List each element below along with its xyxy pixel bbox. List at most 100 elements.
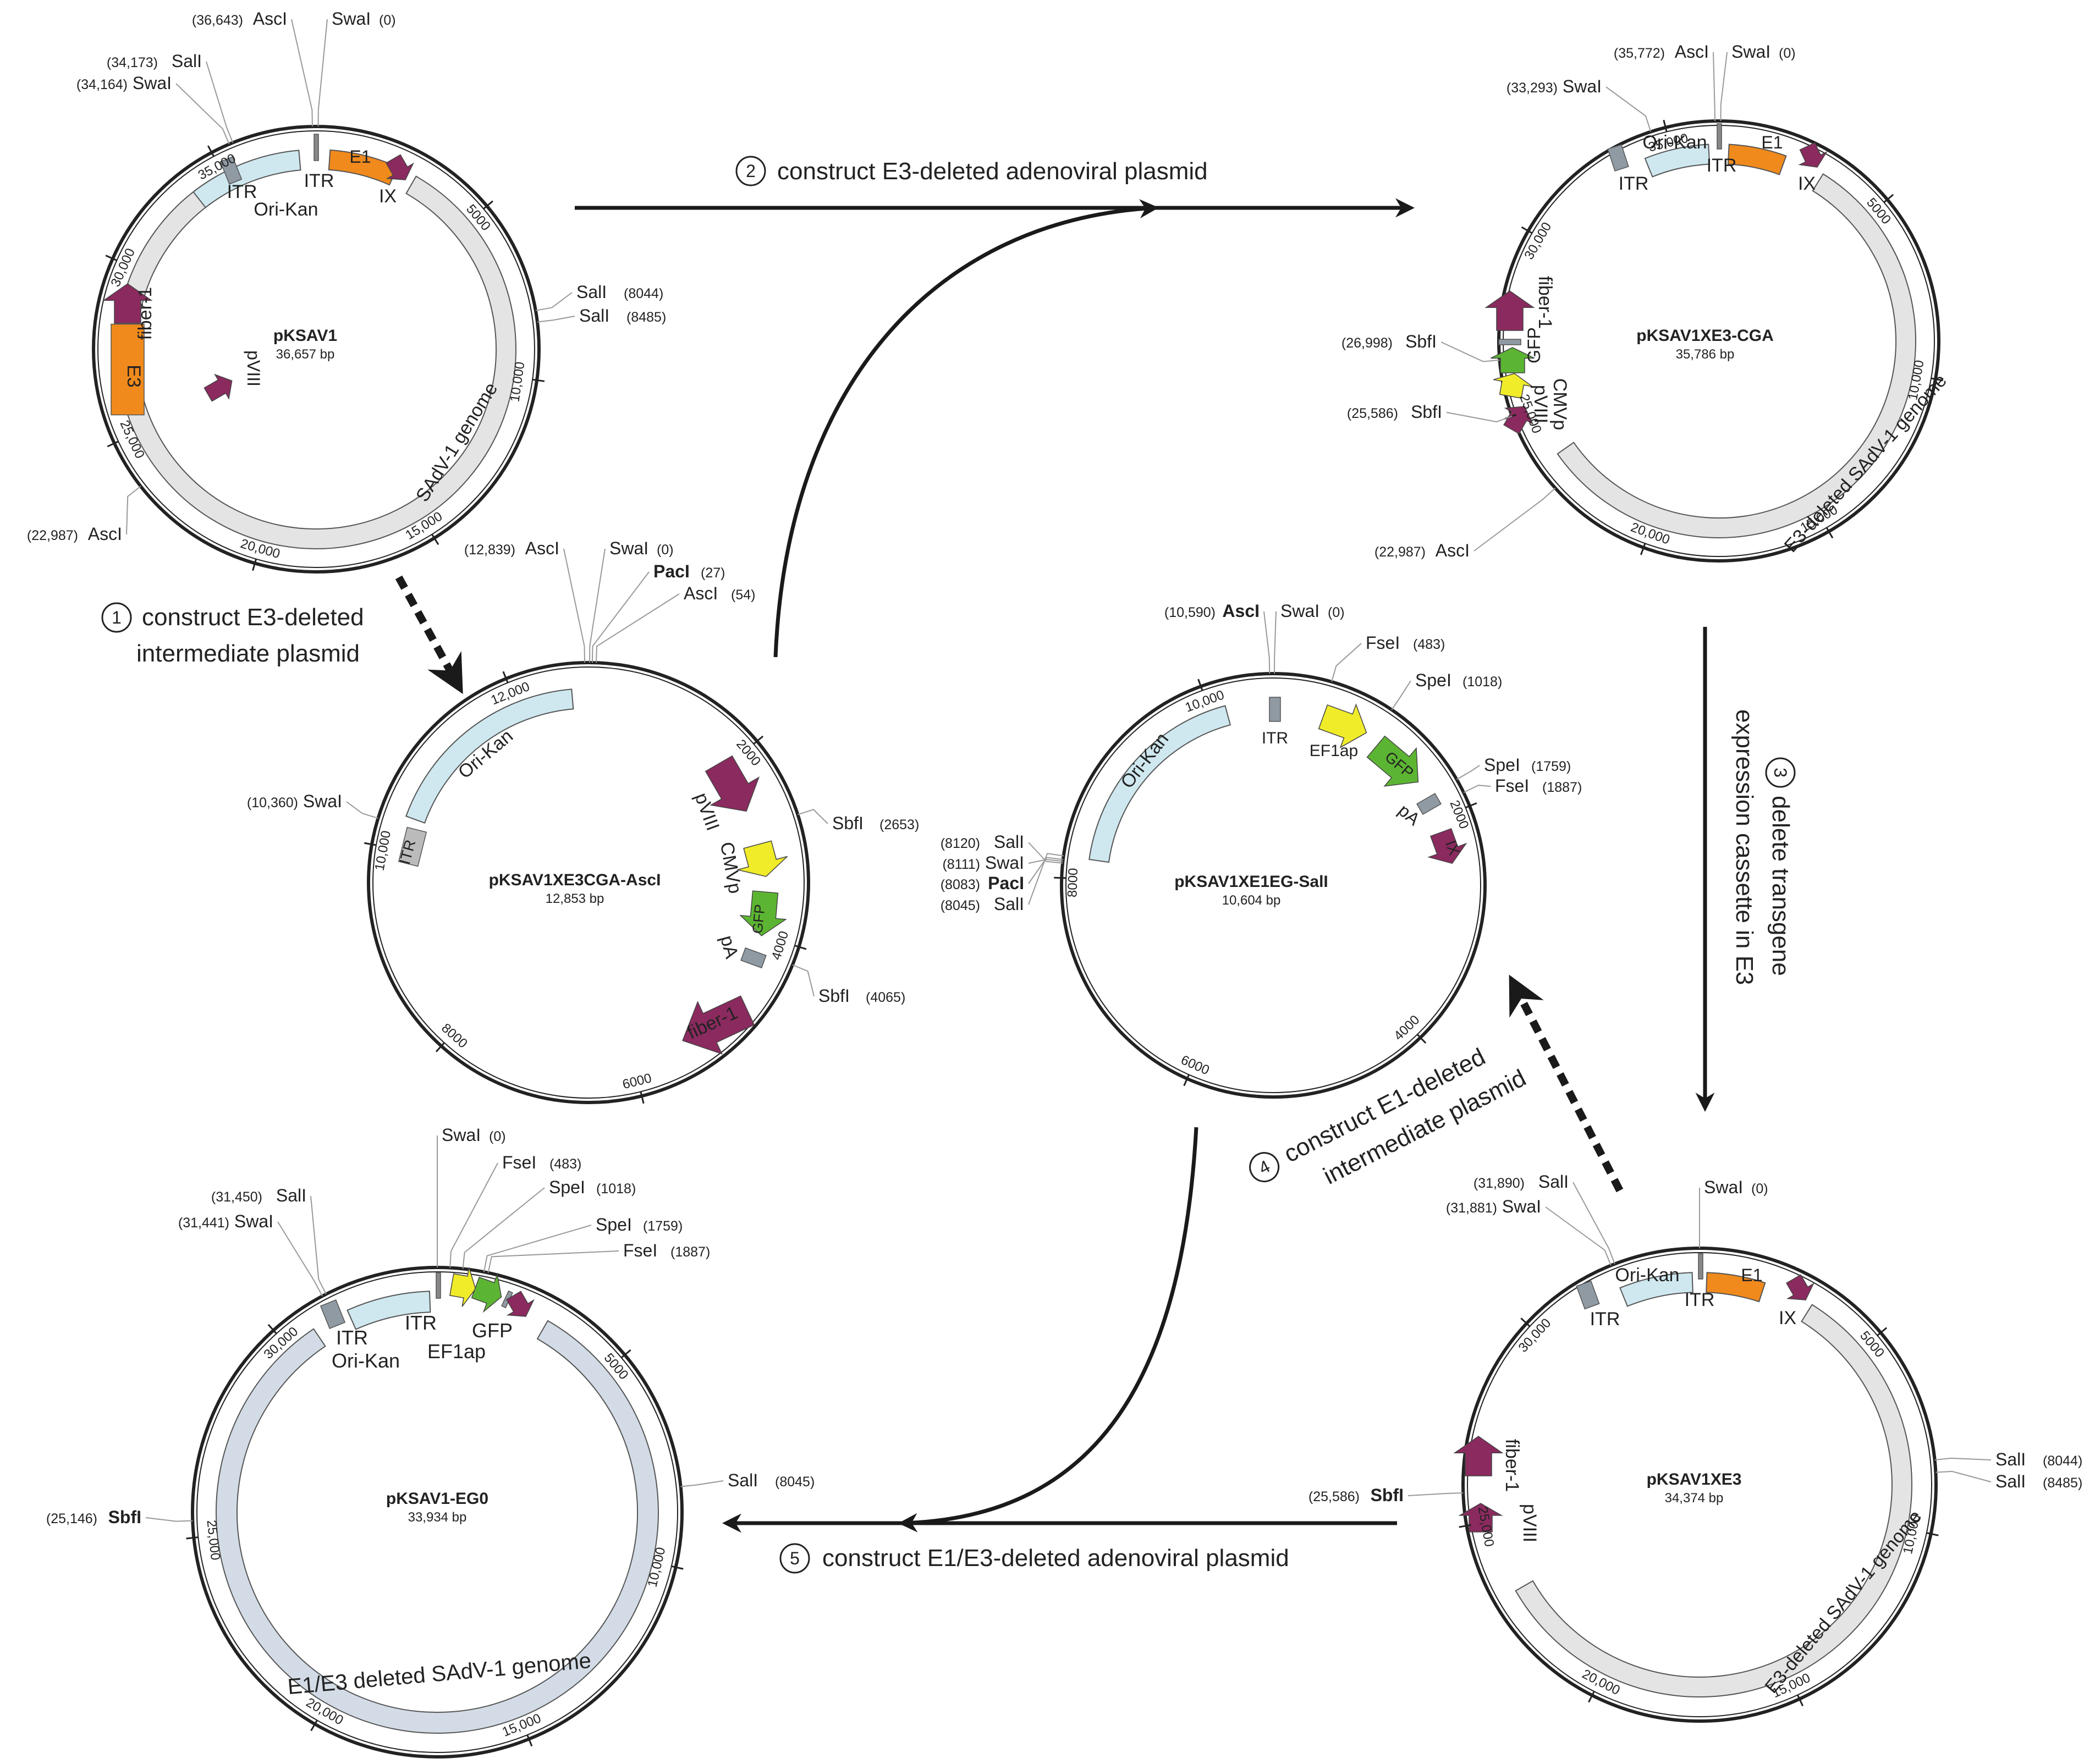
site-spei-1759-pos: (1759) [643, 1219, 683, 1234]
e1-segment [1706, 1272, 1766, 1303]
feature-itr-right: ITR [304, 170, 334, 191]
arrow-step-2-branch [773, 199, 1159, 658]
feature-ix: IX [1779, 1308, 1796, 1328]
site-sali-8044-enzyme: SalI [576, 282, 607, 302]
step-1-text-line1: construct E3-deleted [142, 604, 364, 631]
site-sali-8045-enzyme: SalI [728, 1470, 758, 1490]
site-asci-22987-enzyme: AscI [88, 524, 122, 544]
tick-10000-mark [671, 1565, 684, 1570]
tick-6000-label: 6000 [621, 1071, 653, 1092]
site-sali-31890-pos: (31,890) [1473, 1176, 1525, 1191]
site-spei-1018-leader [462, 1187, 545, 1269]
site-asci-22987-pos: (22,987) [27, 528, 78, 543]
site-swai-zero-pos: (0) [379, 13, 396, 28]
site-asci-10590-leader [1263, 611, 1271, 674]
step-3-number: 3 [1770, 768, 1790, 778]
site-sali-8044-leader [1934, 1457, 1992, 1461]
feature-itr-right: ITR [405, 1311, 437, 1334]
site-asci-10590-enzyme: AscI [1222, 601, 1260, 621]
site-swai-34164-enzyme: SwaI [133, 73, 172, 93]
feature-pviii: pVIII [1519, 1504, 1540, 1542]
plasmid-name: pKSAV1 [273, 327, 337, 345]
plasmid-name: pKSAV1XE3CGA-AscI [489, 871, 661, 889]
site-sbfi-25586-enzyme: SbfI [1371, 1485, 1404, 1505]
site-asci-top-leader [1713, 52, 1716, 122]
feature-itr: ITR [1262, 729, 1288, 747]
site-spei-1759-leader [1456, 765, 1480, 780]
site-sali-8045-enzyme: SalI [994, 894, 1024, 914]
feature-cmvp: CMVp [716, 840, 746, 895]
cmvp-arrow [1493, 373, 1533, 399]
tick-12000-mark [502, 671, 509, 683]
tick-10000-mark [1931, 377, 1943, 382]
feature-ix: IX [379, 186, 397, 207]
site-sali-8044-pos: (8044) [2043, 1453, 2082, 1469]
feature-pa: pA [716, 933, 743, 961]
site-sali-34173-pos: (34,173) [107, 55, 158, 70]
site-swai-33293-enzyme: SwaI [1563, 76, 1602, 96]
site-swai-31441-leader [277, 1221, 323, 1297]
tick-10000-label: 10,000 [372, 830, 394, 872]
plasmid-name: pKSAV1XE3-CGA [1636, 327, 1774, 345]
step-5-text: construct E1/E3-deleted adenoviral plasm… [822, 1545, 1289, 1572]
process-arrows [395, 198, 1715, 1533]
site-fsei-483-enzyme: FseI [1366, 633, 1400, 653]
site-swai-31881-leader [1545, 1206, 1612, 1266]
feature-pviii: pVIII [244, 350, 263, 387]
site-swai-33293-leader [1605, 86, 1652, 132]
tick-5000-mark [620, 1349, 631, 1359]
step-2-circle [735, 156, 766, 186]
tick-4000-mark [1416, 1034, 1427, 1044]
site-swai-10360-leader [346, 801, 378, 819]
site-asci-22987-leader [126, 486, 141, 535]
site-spei-1018-pos: (1018) [1462, 674, 1502, 690]
feature-itr-left: ITR [227, 181, 257, 202]
site-swai-zero-pos: (0) [657, 542, 674, 558]
site-sali-8485-leader [1935, 1470, 1992, 1482]
feature-ix: IX [1798, 173, 1816, 194]
gfp-arrow [739, 890, 787, 936]
site-fsei-483-enzyme: FseI [502, 1153, 536, 1172]
tick-10000-mark [1926, 1532, 1939, 1536]
site-sbfi-25586-enzyme: SbfI [1411, 402, 1442, 422]
feature-ori-kan: Ori-Kan [254, 199, 318, 220]
site-spei-1759-enzyme: SpeI [1484, 755, 1520, 775]
site-sali-8120-pos: (8120) [941, 836, 980, 851]
ef1ap-arrow [449, 1267, 476, 1307]
itr-right-box [1698, 1253, 1703, 1280]
step-4-circle [1249, 1152, 1280, 1183]
site-swai-8111-leader [1028, 859, 1063, 864]
site-asci-top-pos: (35,772) [1614, 46, 1665, 61]
site-swai-zero-leader [589, 548, 606, 663]
site-sali-31450-leader [310, 1195, 327, 1294]
step-label-3: 3 delete transgene expression cassette i… [1731, 709, 1796, 985]
feature-itr-right: ITR [1707, 155, 1737, 176]
step-1-circle [101, 602, 132, 633]
feature-cmvp: CMVp [1549, 378, 1570, 430]
site-asci-12839-pos: (12,839) [464, 542, 515, 558]
itr-left-box [219, 156, 243, 185]
site-sali-8485-pos: (8485) [626, 310, 666, 325]
tick-25000-mark [1459, 1524, 1471, 1528]
tick-8000-label: 8000 [1065, 868, 1081, 897]
site-fsei-483-pos: (483) [549, 1156, 581, 1172]
site-asci-12839-leader [563, 548, 586, 663]
tick-20000-mark [1640, 543, 1646, 555]
site-fsei-1887-pos: (1887) [670, 1244, 710, 1260]
separator-top [1498, 339, 1521, 345]
tick-15000-mark [1796, 1694, 1804, 1707]
site-sbfi-2653-leader [798, 808, 828, 824]
itr-left-box [1607, 144, 1629, 172]
site-sali-8045-leader [1028, 853, 1064, 905]
site-asci-54-enzyme: AscI [684, 583, 718, 603]
plasmid-backbone-inner [1467, 1252, 1932, 1717]
site-paci-8083-enzyme: PacI [988, 873, 1024, 893]
site-sali-31450-enzyme: SalI [276, 1186, 306, 1205]
itr-right-box [314, 134, 319, 161]
tick-10000-mark [364, 842, 377, 846]
site-fsei-483-leader [449, 1162, 498, 1268]
step-2-number: 2 [746, 161, 756, 181]
fiber-1-arrow [682, 995, 755, 1055]
